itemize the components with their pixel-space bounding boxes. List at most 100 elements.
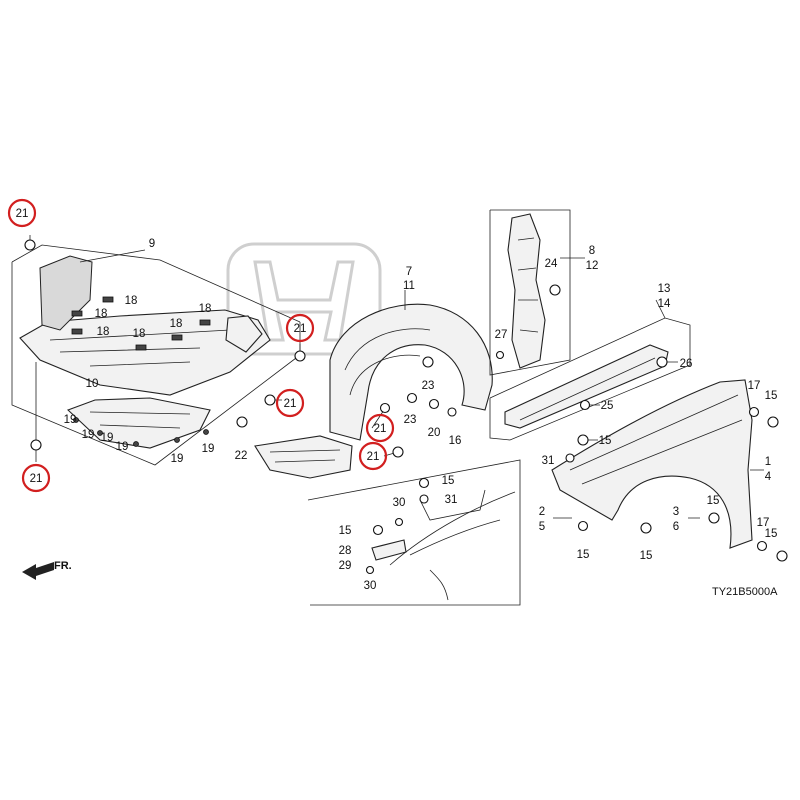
bolt-icon xyxy=(372,524,384,536)
part-number-label: 18 xyxy=(97,326,110,338)
washer-icon xyxy=(428,398,440,410)
part-number-label: 15 xyxy=(765,390,778,402)
clip-icon xyxy=(406,392,418,404)
highlight-ring xyxy=(285,313,315,343)
part-number-label: 18 xyxy=(133,328,146,340)
bolt-icon xyxy=(264,394,276,406)
clip-icon xyxy=(236,416,248,428)
part-number-label: 17 xyxy=(757,517,770,529)
part-number-label: 30 xyxy=(393,497,406,509)
part-number-label: 24 xyxy=(545,258,558,270)
part-number-label: 31 xyxy=(445,494,458,506)
clip-icon xyxy=(73,417,79,423)
part-number-label: 15 xyxy=(707,495,720,507)
part-number-label: 14 xyxy=(658,298,671,310)
fastener-group xyxy=(24,239,788,575)
part-number-label: 19 xyxy=(101,432,114,444)
part-number-label: 19 xyxy=(116,441,129,453)
screw-icon xyxy=(447,407,457,417)
part-number-label: 26 xyxy=(680,358,693,370)
part-number-label: 21 xyxy=(294,323,307,335)
clip-icon xyxy=(422,356,434,368)
part-number-label: 17 xyxy=(748,380,761,392)
part-number-label: 29 xyxy=(339,560,352,572)
diagram-code: TY21B5000A xyxy=(712,586,778,598)
highlight-ring xyxy=(275,388,305,418)
part-number-label: 15 xyxy=(765,528,778,540)
part-number-label: 13 xyxy=(658,283,671,295)
highlight-ring xyxy=(358,441,388,471)
bolt-icon xyxy=(392,446,404,458)
bolt-icon xyxy=(767,416,779,428)
bolt-icon xyxy=(640,522,652,534)
part-number-label: 19 xyxy=(64,414,77,426)
nut-icon xyxy=(565,453,575,463)
part-number-label: 18 xyxy=(199,303,212,315)
part-number-label: 18 xyxy=(95,308,108,320)
bolt-icon xyxy=(708,512,720,524)
clip-icon xyxy=(756,540,768,552)
part-number-label: 23 xyxy=(404,414,417,426)
part-number-label: 1 xyxy=(765,456,771,468)
part-number-label: 21 xyxy=(284,398,297,410)
part-number-label: 6 xyxy=(673,521,679,533)
part-number-label: 15 xyxy=(442,475,455,487)
clip-icon xyxy=(203,429,209,435)
front-fender xyxy=(551,379,753,549)
part-number-label: 9 xyxy=(149,238,155,250)
highlight-ring xyxy=(365,413,395,443)
bolt-icon xyxy=(24,239,36,251)
bumper-edge-detail xyxy=(307,459,521,606)
clip-icon xyxy=(30,439,42,451)
part-number-label: 27 xyxy=(495,329,508,341)
fender-bracket-box xyxy=(489,209,571,376)
part-number-label: 10 xyxy=(86,378,99,390)
nut-icon xyxy=(495,350,505,360)
part-number-label: 21 xyxy=(367,451,380,463)
clip-icon xyxy=(102,296,114,303)
undercover-assembly xyxy=(11,244,301,466)
part-number-label: 11 xyxy=(403,280,415,292)
clip-icon xyxy=(656,356,668,368)
part-number-label: 12 xyxy=(586,260,599,272)
part-number-label: 4 xyxy=(765,471,772,483)
clip-icon xyxy=(71,328,83,335)
part-number-label: 19 xyxy=(202,443,215,455)
part-number-label: 15 xyxy=(640,550,653,562)
part-number-label: 3 xyxy=(673,506,679,518)
part-number-label: 15 xyxy=(599,435,612,447)
bolt-icon xyxy=(776,550,788,562)
clip-icon xyxy=(135,344,147,351)
part-number-label: 31 xyxy=(542,455,555,467)
clip-icon xyxy=(419,494,429,504)
bolt-icon xyxy=(577,520,589,532)
part-number-label: 21 xyxy=(374,423,387,435)
part-number-label: 8 xyxy=(589,245,595,257)
part-number-label: 19 xyxy=(171,453,184,465)
part-number-label: 25 xyxy=(601,400,614,412)
clip-icon xyxy=(71,310,83,317)
clip-icon xyxy=(174,437,180,443)
part-number-label: 5 xyxy=(539,521,545,533)
part-number-label: 16 xyxy=(449,435,462,447)
clip-icon xyxy=(748,406,760,418)
part-number-label: 15 xyxy=(339,525,352,537)
clip-icon xyxy=(199,319,211,326)
bolt-icon xyxy=(379,402,391,414)
clip-icon xyxy=(97,430,103,436)
fender-liner xyxy=(254,303,493,479)
bolt-icon xyxy=(549,284,561,296)
front-direction-arrow-icon: FR. xyxy=(22,560,72,580)
direction-label: FR. xyxy=(54,560,72,572)
part-number-label: 28 xyxy=(339,545,352,557)
part-number-label: 20 xyxy=(428,427,441,439)
bolt-icon xyxy=(294,350,306,362)
part-number-label: 15 xyxy=(577,549,590,561)
clip-icon xyxy=(171,334,183,341)
bolt-icon xyxy=(418,477,430,489)
part-number-label: 2 xyxy=(539,506,545,518)
part-number-label: 23 xyxy=(422,380,435,392)
nut-icon xyxy=(365,565,375,575)
highlight-ring xyxy=(21,463,51,493)
